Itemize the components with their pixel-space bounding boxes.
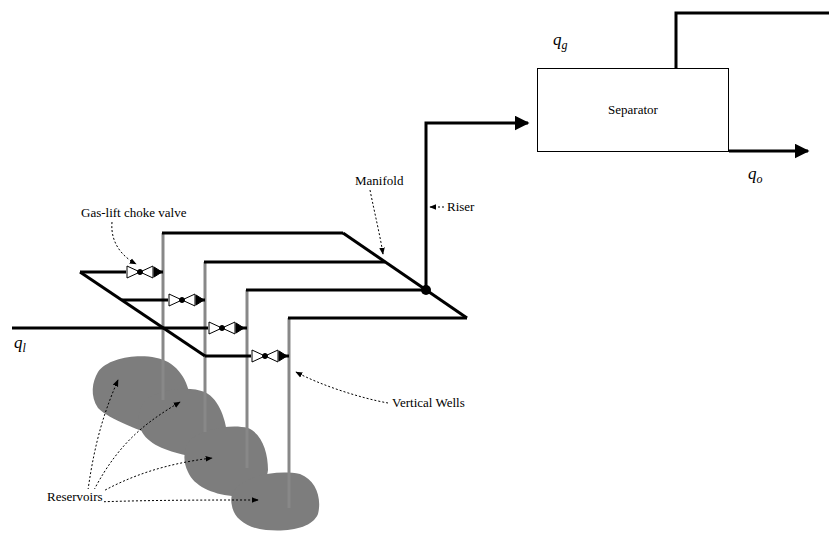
valve-stem [263,354,268,359]
leader-lines [88,190,444,502]
separator-box: Separator [537,68,729,152]
valve-arrow [279,351,287,361]
callout-label: Manifold [354,173,404,189]
valve-body [169,294,195,306]
callout-label: Gas-lift choke valve [80,205,187,221]
valve-arrow [154,267,162,277]
callout-label: Vertical Wells [391,395,466,411]
callout-label: Reservoirs [46,489,104,505]
callout-label: Riser [446,199,475,215]
flow-symbol: qg [552,30,569,53]
valve-stem [138,270,143,275]
valve-body [127,266,153,278]
box-label: Separator [608,102,658,118]
valve-arrow [196,295,204,305]
vertical-wells [163,233,289,508]
valve-stem [180,298,185,303]
valve-stem [220,326,225,331]
manifold-junction [421,285,431,295]
gas-lift-lines [12,272,289,356]
valve-arrow [236,323,244,333]
choke-valves [127,266,287,362]
valve-body [252,350,278,362]
production-lines [162,13,829,318]
flow-symbol: ql [13,333,27,356]
valve-body [209,322,235,334]
flow-symbol: qo [747,164,764,187]
